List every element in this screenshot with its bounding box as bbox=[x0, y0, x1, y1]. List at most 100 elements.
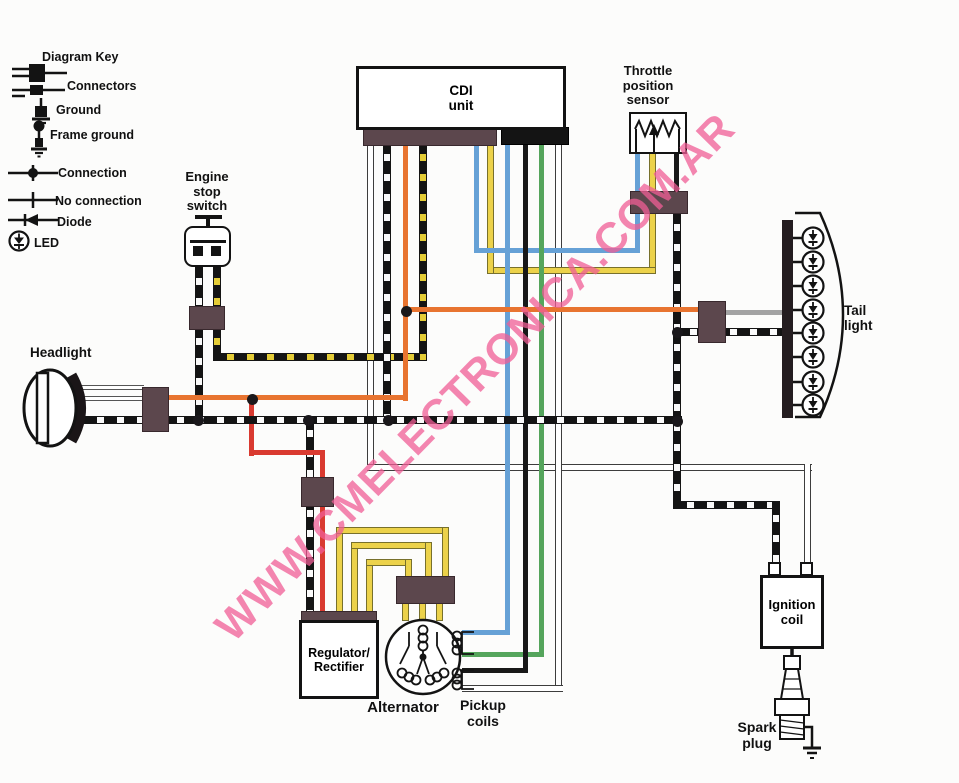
wire-orange-taillight-run bbox=[403, 307, 701, 312]
wire-blackwhite-cdi-drop bbox=[384, 141, 390, 423]
wire-yellow-tps-stub bbox=[650, 151, 655, 192]
wire-blackwhite-ground-bus bbox=[84, 417, 681, 423]
ignition-terminal-right bbox=[800, 562, 813, 576]
wire-yellow-alt-3a bbox=[367, 561, 372, 614]
headlight-connector bbox=[142, 387, 169, 432]
wire-orange-headlight-run bbox=[167, 395, 406, 400]
legend-frame-ground-label: Frame ground bbox=[50, 128, 135, 142]
legend-connectors-label: Connectors bbox=[67, 79, 137, 93]
junction-orange-red bbox=[247, 394, 258, 405]
wire-black-tps-stub bbox=[674, 151, 679, 193]
ignition-label-line2: coil bbox=[780, 612, 804, 627]
regulator-wire-connector bbox=[301, 477, 334, 507]
wire-yellow-alt-3c bbox=[406, 560, 411, 578]
wire-blackwhite-ignition-drop bbox=[773, 502, 779, 570]
junction-ignition-ground bbox=[672, 416, 683, 427]
wire-orange-cdi-drop bbox=[403, 141, 408, 313]
led-icon bbox=[8, 230, 30, 252]
stop-switch-terminal-2 bbox=[211, 246, 221, 256]
wire-blackwhite-regulator-drop bbox=[307, 417, 313, 615]
wire-yellow-tps-run bbox=[488, 268, 655, 273]
wire-yellow-alt-2a bbox=[352, 544, 357, 614]
wire-red-drop bbox=[249, 397, 254, 456]
wire-yellow-alt-2c bbox=[426, 543, 431, 578]
regulator-label-line1: Regulator/ bbox=[308, 645, 370, 660]
wire-blue-tps-run bbox=[474, 248, 640, 253]
wire-yellow-alt-stub3 bbox=[437, 600, 442, 620]
wire-yellow-alt-1b bbox=[337, 528, 448, 533]
legend-led-label: LED bbox=[34, 236, 59, 250]
stop-switch-label: Engine stop switch bbox=[185, 169, 229, 214]
legend-ground-label: Ground bbox=[56, 103, 102, 117]
wire-blackwhite-switch-drop bbox=[196, 265, 202, 423]
wire-yellow-alt-stub1 bbox=[403, 600, 408, 620]
wire-blackwhite-taillight-lead bbox=[677, 329, 785, 335]
wire-gray-taillight bbox=[722, 310, 784, 315]
junction-taillight bbox=[672, 327, 683, 338]
junction-orange bbox=[401, 306, 412, 317]
wire-yellow-cdi-drop bbox=[488, 141, 493, 273]
alternator-connector bbox=[396, 576, 455, 604]
stop-switch-plunger-stem bbox=[206, 219, 210, 228]
junction-stop-switch-ground bbox=[193, 415, 204, 426]
headlight-label: Headlight bbox=[30, 345, 92, 360]
wire-blue-tps-stub bbox=[635, 151, 640, 192]
tps-potentiometer-icon bbox=[634, 118, 681, 152]
wire-white-cdi-to-ignition bbox=[367, 141, 374, 471]
wire-yellow-tps-drop bbox=[650, 211, 655, 273]
wire-blue-pickup-drop bbox=[505, 141, 510, 633]
wire-yellow-alt-1c bbox=[443, 528, 448, 578]
wire-blackwhite-tps-drop bbox=[674, 211, 680, 508]
stop-switch-body bbox=[184, 226, 231, 267]
stop-switch-connector bbox=[189, 306, 225, 330]
junction-regulator-ground bbox=[303, 415, 314, 426]
taillight-label: Tail light bbox=[844, 303, 873, 334]
wire-black-pickup-drop bbox=[523, 141, 528, 673]
cdi-unit-box: CDI unit bbox=[356, 66, 566, 130]
wire-white-headlight-1 bbox=[80, 385, 144, 390]
wire-black-pickup-lead bbox=[462, 668, 528, 673]
legend-title: Diagram Key bbox=[42, 50, 119, 64]
connection-icon bbox=[8, 165, 58, 181]
taillight-icon bbox=[782, 211, 845, 419]
ignition-label-line1: Ignition bbox=[768, 597, 816, 612]
wire-yellow-alt-3b bbox=[367, 560, 411, 565]
wire-white-ignition-drop bbox=[804, 464, 811, 568]
regulator-rectifier-box: Regulator/ Rectifier bbox=[299, 620, 379, 699]
wire-blackwhite-ignition-run bbox=[674, 502, 779, 508]
legend-no-connection-label: No connection bbox=[55, 194, 142, 208]
stop-switch-plunger-bar bbox=[195, 215, 222, 219]
legend-diode-label: Diode bbox=[57, 215, 92, 229]
pickup-coils-icon bbox=[451, 630, 474, 691]
wire-yellow-alt-1a bbox=[337, 529, 342, 614]
wire-white-pickup-lead bbox=[462, 685, 563, 692]
wire-white-to-ignition-run bbox=[367, 464, 812, 471]
spark-plug-icon bbox=[774, 647, 821, 759]
legend-connection-label: Connection bbox=[58, 166, 127, 180]
taillight-connector bbox=[698, 301, 726, 343]
pickup-coils-label: Pickup coils bbox=[460, 697, 506, 729]
wire-red-run bbox=[249, 450, 325, 455]
frame-ground-icon bbox=[31, 120, 47, 158]
wire-yellow-alt-2b bbox=[352, 543, 431, 548]
stop-switch-terminal-1 bbox=[193, 246, 203, 256]
no-connection-icon bbox=[8, 192, 58, 208]
tps-label: Throttle position sensor bbox=[622, 63, 674, 108]
wire-yellow-alt-stub2 bbox=[420, 600, 425, 620]
alternator-label: Alternator bbox=[367, 699, 439, 716]
regulator-label-line2: Rectifier bbox=[313, 659, 365, 674]
headlight-icon bbox=[22, 368, 86, 448]
junction-cdi-ground bbox=[383, 415, 394, 426]
wire-green-pickup-drop bbox=[539, 141, 544, 657]
tps-box bbox=[629, 112, 687, 154]
wire-blackyellow-run bbox=[214, 354, 426, 360]
wire-green-pickup-lead bbox=[462, 652, 544, 657]
taillight-led-array bbox=[801, 226, 825, 417]
wire-orange-mid-drop bbox=[403, 307, 408, 401]
ignition-coil-box: Ignition coil bbox=[760, 575, 824, 649]
connectors-icon bbox=[12, 64, 67, 98]
wire-white-headlight-2 bbox=[80, 396, 144, 401]
wire-red-regulator-drop bbox=[320, 450, 325, 615]
wire-blue-cdi-drop bbox=[474, 141, 479, 253]
